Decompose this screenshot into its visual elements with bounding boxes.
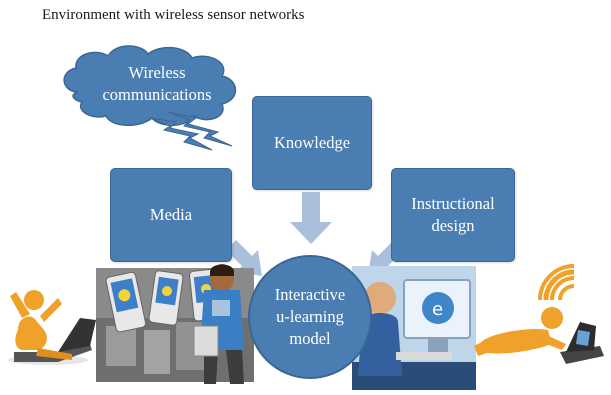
cloud-label: Wireless communications xyxy=(78,62,236,106)
design-label-line1: Instructional xyxy=(411,194,495,213)
arrow-knowledge xyxy=(290,192,332,244)
center-label-line3: model xyxy=(289,329,331,348)
page-title: Environment with wireless sensor network… xyxy=(42,7,305,23)
cloud-label-line2: communications xyxy=(102,85,212,104)
center-label-line2: u-learning xyxy=(276,307,344,326)
computer-user-icon: e xyxy=(352,266,476,390)
center-label-line1: Interactive xyxy=(274,285,346,304)
lightning-icon xyxy=(149,111,233,151)
knowledge-box: Knowledge xyxy=(252,96,372,190)
arrow-media xyxy=(226,240,262,276)
media-label: Media xyxy=(149,205,193,224)
knowledge-label: Knowledge xyxy=(273,133,351,152)
svg-text:e: e xyxy=(432,299,443,320)
instructional-design-box: Instructional design xyxy=(391,168,515,262)
design-label-line2: design xyxy=(431,216,475,235)
interactive-u-learning-model-circle: Interactive u-learning model xyxy=(248,255,372,379)
media-box: Media xyxy=(110,168,232,262)
cloud-label-line1: Wireless xyxy=(128,63,186,82)
